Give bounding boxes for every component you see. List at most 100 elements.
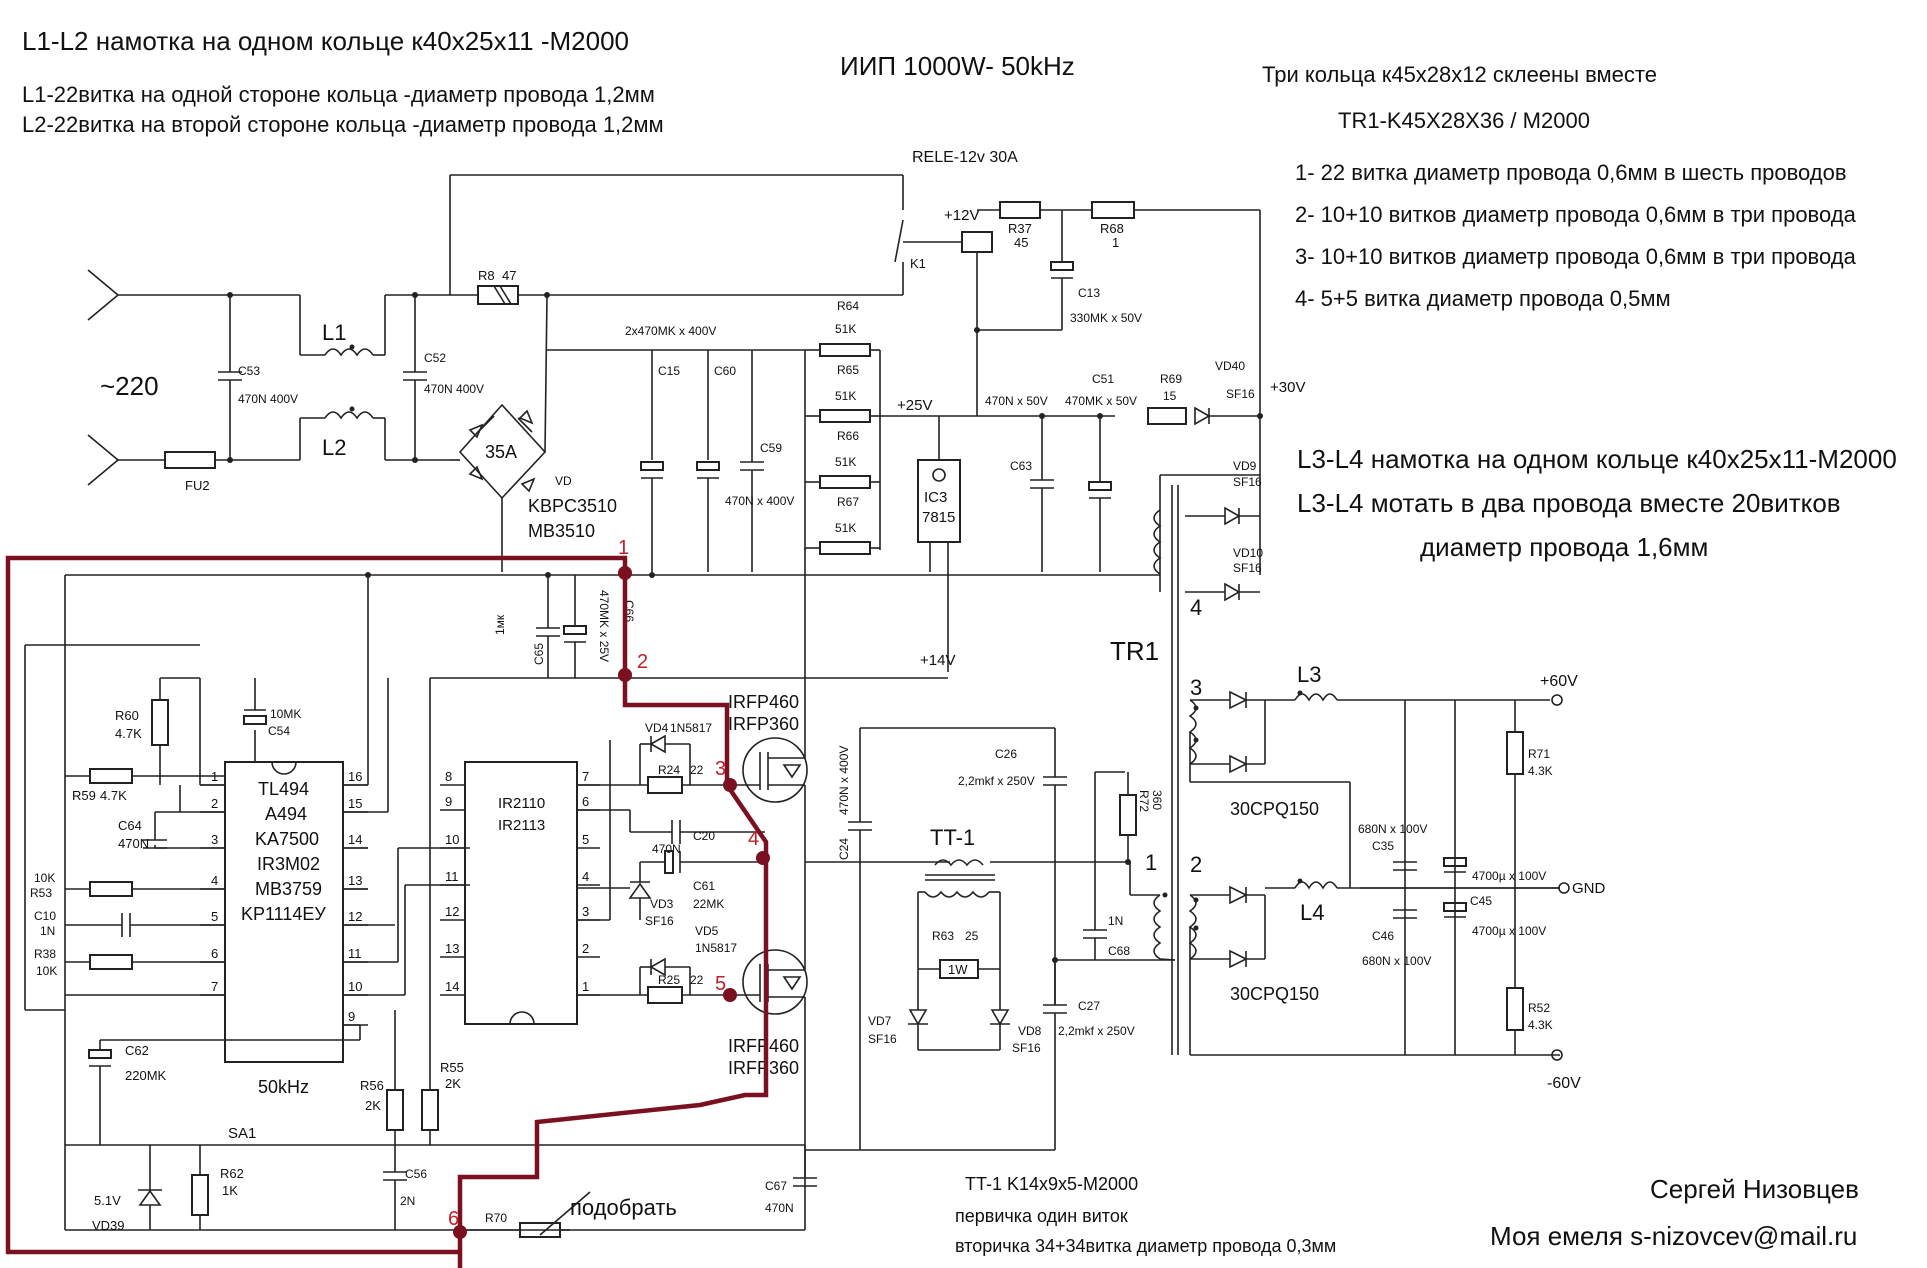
vd40-part: SF16 bbox=[1226, 387, 1255, 401]
snubber-r72-c68: 1N C68 R72 360 bbox=[1083, 771, 1164, 960]
marker-3: 3 bbox=[715, 758, 726, 780]
mains-voltage: ~220 bbox=[100, 371, 159, 401]
note-l3l4-core: L3-L4 намотка на одном кольце к40x25x11-… bbox=[1297, 444, 1897, 474]
mosfet-bottom: IRFP460 IRFP360 bbox=[728, 862, 808, 1230]
c65-label: C65 bbox=[532, 643, 546, 665]
tr1-label: TR1 bbox=[1110, 636, 1159, 666]
r53-label: R53 bbox=[30, 886, 52, 900]
tl494-name-6: KP1114EУ bbox=[241, 904, 326, 924]
plus14v-label: +14V bbox=[920, 652, 955, 669]
select-note: подобрать bbox=[570, 1195, 677, 1220]
author-email: Моя емеля s-nizovcev@mail.ru bbox=[1490, 1221, 1857, 1251]
c51-value: 470MK x 50V bbox=[1065, 394, 1137, 408]
tl494-name-1: TL494 bbox=[258, 779, 309, 799]
r63-power: 1W bbox=[948, 962, 968, 977]
ic3-regulator: IC3 7815 +14V bbox=[917, 416, 961, 672]
r59-value: 4.7K bbox=[100, 788, 127, 803]
c54-label: C54 bbox=[268, 724, 290, 738]
r72-label: R72 bbox=[1137, 790, 1151, 812]
r60-label: R60 bbox=[115, 708, 139, 723]
c46-value: 680N x 100V bbox=[1362, 954, 1431, 968]
r55-value: 2K bbox=[445, 1076, 461, 1091]
c56-value: 2N bbox=[400, 1194, 415, 1208]
d-bot-part: 30CPQ150 bbox=[1230, 984, 1319, 1004]
c13-label: C13 bbox=[1078, 286, 1100, 300]
vd7-label: VD7 bbox=[868, 1014, 892, 1028]
r69-value: 15 bbox=[1163, 389, 1177, 403]
note-l3l4-wind: L3-L4 мотать в два провода вместе 20витк… bbox=[1297, 488, 1841, 518]
relay-supply-label: +12V bbox=[944, 207, 979, 224]
r56-label: R56 bbox=[360, 1078, 384, 1093]
mos-top-part-1: IRFP460 bbox=[728, 692, 799, 712]
c62-value: 220MK bbox=[125, 1068, 167, 1083]
d-top-part: 30CPQ150 bbox=[1230, 799, 1319, 819]
bridge-part1: KBPC3510 bbox=[528, 496, 617, 516]
r8-value: 47 bbox=[502, 268, 516, 283]
tl494-left-pin-number: 2 bbox=[211, 796, 218, 811]
marker-6: 6 bbox=[448, 1208, 459, 1230]
c63-label: C63 bbox=[1010, 459, 1032, 473]
ir2110-left-pin-number: 9 bbox=[445, 794, 452, 809]
aux-rectifier: VD9 SF16 VD10 SF16 4 bbox=[1159, 459, 1263, 620]
vd8-part: SF16 bbox=[1012, 1041, 1041, 1055]
ir2110-right-pin-number: 2 bbox=[582, 941, 589, 956]
l2-label: L2 bbox=[322, 435, 346, 460]
c56-label: C56 bbox=[405, 1167, 427, 1181]
tt1-note-3: вторичка 34+34витка диаметр провода 0,3м… bbox=[955, 1236, 1336, 1256]
r67-label: R67 bbox=[837, 495, 859, 509]
tt1-note-1: TT-1 K14x9x5-M2000 bbox=[965, 1174, 1138, 1194]
r24-label: R24 bbox=[658, 763, 680, 777]
bridge-part2: MB3510 bbox=[528, 521, 595, 541]
c51-label: C51 bbox=[1092, 372, 1114, 386]
c51b-value: 470N x 50V bbox=[985, 394, 1048, 408]
ir2110-left-pin-number: 11 bbox=[445, 869, 459, 884]
vd8-label: VD8 bbox=[1018, 1024, 1042, 1038]
tt1-note-2: первичка один виток bbox=[955, 1206, 1128, 1226]
marker-dot-3 bbox=[723, 778, 737, 792]
ir2110-right-pin-number: 4 bbox=[582, 869, 589, 884]
c54-value: 10MK bbox=[270, 707, 301, 721]
ir2110-name-1: IR2110 bbox=[498, 795, 545, 812]
c45-label: C45 bbox=[1470, 894, 1492, 908]
ir2110-name-2: IR2113 bbox=[498, 817, 545, 834]
tt1-label: TT-1 bbox=[930, 825, 975, 850]
vd39-label: VD39 bbox=[92, 1218, 125, 1233]
plus30v-label: +30V bbox=[1270, 379, 1305, 396]
c66-value: 470MK x 25V bbox=[597, 590, 611, 662]
note-winding-3: 3- 10+10 витков диаметр провода 0,6мм в … bbox=[1295, 244, 1857, 269]
marker-4: 4 bbox=[748, 828, 759, 850]
marker-5: 5 bbox=[715, 973, 726, 995]
c53-value: 470N 400V bbox=[238, 392, 298, 406]
r67-value: 51K bbox=[835, 521, 856, 535]
sa1-label: SA1 bbox=[228, 1125, 256, 1142]
output-filter: 680N x 100V C35 C46 680N x 100V 4700µ x … bbox=[1358, 673, 1606, 1092]
relay-coil bbox=[961, 231, 993, 253]
bridge-rectifier: 35A VD KBPC3510 MB3510 bbox=[450, 294, 617, 572]
ir2110-left-pin-number: 8 bbox=[445, 769, 452, 784]
c35-label: C35 bbox=[1372, 839, 1394, 853]
mos-bot-part-1: IRFP460 bbox=[728, 1036, 799, 1056]
c26-label: C26 bbox=[995, 747, 1017, 761]
bridge-current: 35A bbox=[485, 442, 517, 462]
r55-label: R55 bbox=[440, 1060, 464, 1075]
r63-label: R63 bbox=[932, 929, 954, 943]
note-core: Три кольца к45x28x12 склеены вместе bbox=[1262, 62, 1657, 87]
r68-label: R68 bbox=[1100, 221, 1124, 236]
r66-value: 51K bbox=[835, 455, 856, 469]
marker-dot-2 bbox=[618, 668, 632, 682]
tl494-name-2: A494 bbox=[265, 804, 307, 824]
vd10-part: SF16 bbox=[1233, 561, 1262, 575]
c64-label: C64 bbox=[118, 818, 142, 833]
minus60v-label: -60V bbox=[1547, 1075, 1581, 1092]
ic3-part: 7815 bbox=[922, 509, 955, 526]
vd9-part: SF16 bbox=[1233, 475, 1262, 489]
relay-supply: +12V R37 45 R68 1 C13 330MK x 50V bbox=[903, 201, 1261, 575]
r59-label: R59 bbox=[72, 788, 96, 803]
r63-value: 25 bbox=[965, 929, 979, 943]
c13-value: 330MK x 50V bbox=[1070, 311, 1142, 325]
marker-dot-1 bbox=[618, 566, 632, 580]
c27-label: C27 bbox=[1078, 999, 1100, 1013]
aux-30v-rail: 470N x 50V C63 C51 470MK x 50V R69 15 VD… bbox=[985, 359, 1305, 572]
r71-value: 4.3K bbox=[1528, 764, 1553, 778]
gate-drive-network: VD4 1N5817 R24 22 470N C20 C61 22MK VD3 … bbox=[577, 721, 765, 1004]
